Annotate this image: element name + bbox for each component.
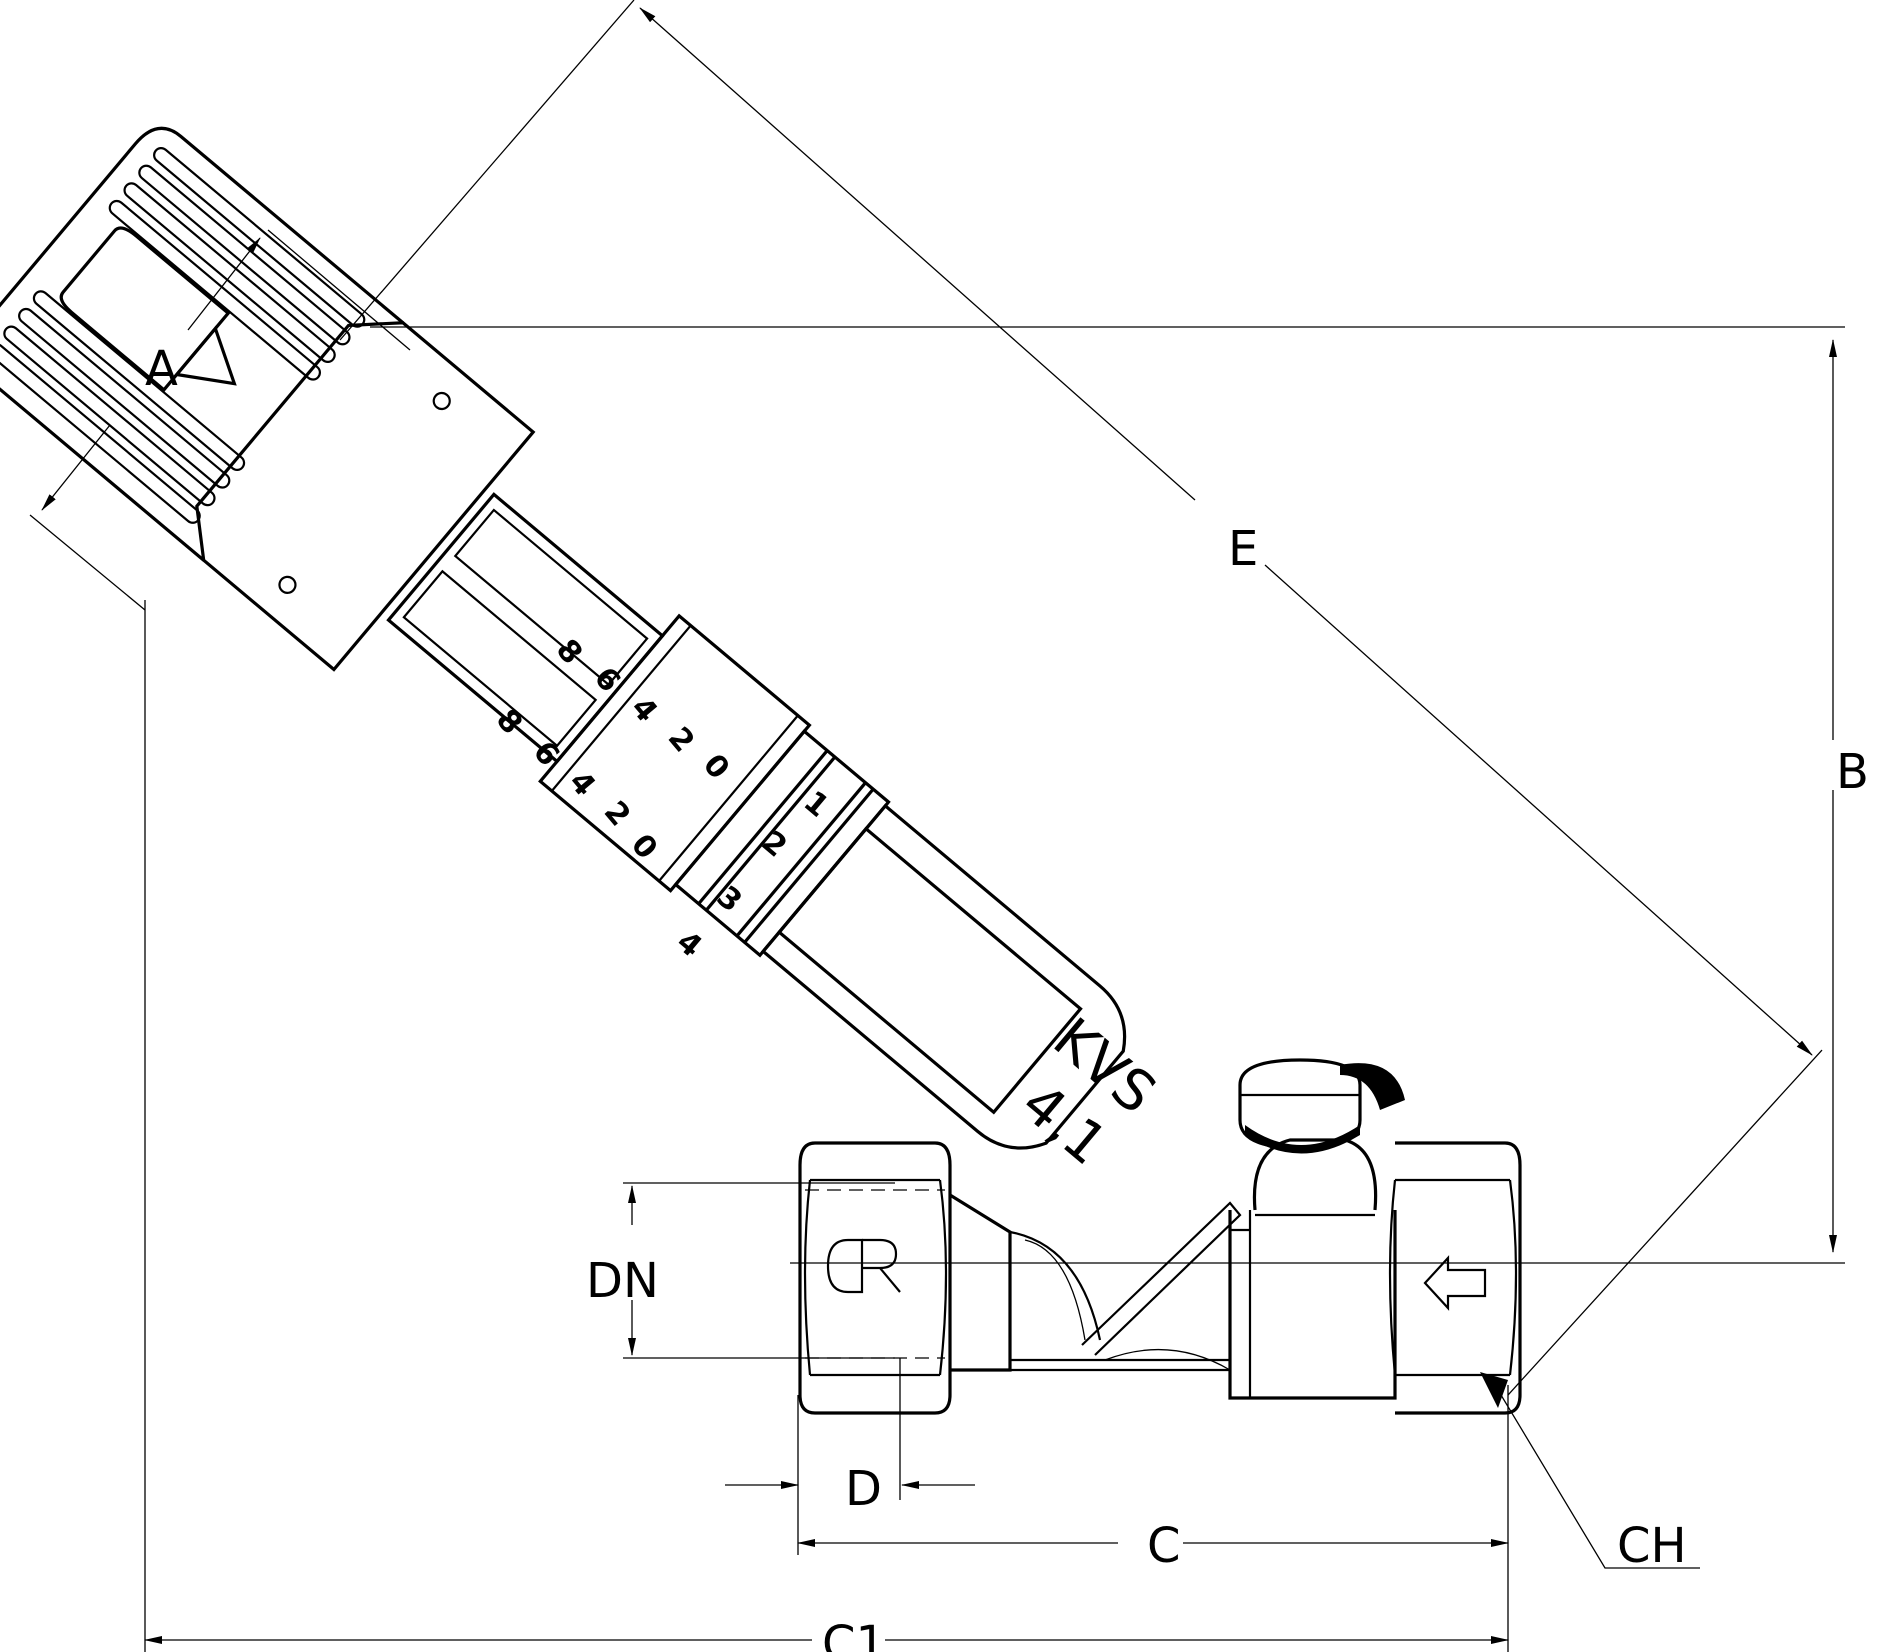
scale-upper-6: 6 (587, 661, 627, 699)
valve-bonnet (0, 126, 1127, 1150)
turn-mark-1: 1 (797, 784, 835, 824)
body-marking: KVS 4,1 (1009, 1006, 1167, 1178)
dim-label-e: E (1228, 521, 1258, 577)
dim-label-b: B (1836, 744, 1869, 800)
left-hex-end (798, 1141, 952, 1415)
test-plug (1238, 1058, 1405, 1217)
handwheel-grip-ribs (0, 147, 366, 524)
right-hex-end (1395, 1141, 1522, 1415)
dr-logo (826, 1238, 901, 1294)
stem-scale-housing (386, 492, 665, 764)
dim-label-ch: CH (1617, 1518, 1687, 1574)
dim-e-line-lower (1264, 564, 1813, 1056)
dim-label-d: D (845, 1461, 882, 1517)
dim-a-extension-upper (267, 229, 411, 351)
dim-a-arrow-upper (187, 237, 261, 331)
dim-a-extension-lower (29, 514, 146, 611)
dim-ch-leader (1494, 1384, 1700, 1569)
seat-diagonal (1081, 1201, 1242, 1356)
dim-ch-arrowhead (1480, 1372, 1508, 1408)
dim-e-extension-upper (339, 0, 635, 341)
bonnet-lower (760, 803, 1127, 1150)
valve-body (798, 1141, 1522, 1415)
dimension-labels: A B E DN D C C1 CH (145, 341, 1869, 1652)
scale-upper-2: 2 (661, 721, 701, 759)
turn-scale-marks: 1 2 3 4 (670, 784, 835, 964)
dim-e-line-upper (639, 7, 1196, 501)
flow-direction-arrow-icon (1423, 1255, 1487, 1311)
turn-mark-4: 4 (670, 924, 708, 964)
stem-scale-upper: 8 6 4 2 0 (549, 633, 736, 786)
pipe-left-neck (949, 1193, 1012, 1372)
dim-label-c1: C1 (822, 1616, 886, 1652)
dim-a-arrow-lower (41, 424, 111, 511)
lock-pointer-icon (173, 325, 237, 386)
scale-upper-0: 0 (696, 748, 736, 786)
lock-window (59, 226, 231, 393)
dim-e-extension-lower (1507, 1049, 1823, 1396)
scale-lower-0: 0 (624, 828, 664, 866)
scale-lower-2: 2 (597, 795, 637, 833)
dim-label-c: C (1147, 1518, 1181, 1574)
handwheel-base (195, 321, 536, 672)
right-body-section (1228, 1210, 1397, 1400)
handwheel (0, 126, 404, 562)
dimension-lines (29, 0, 1845, 1652)
dim-label-dn: DN (586, 1253, 659, 1309)
